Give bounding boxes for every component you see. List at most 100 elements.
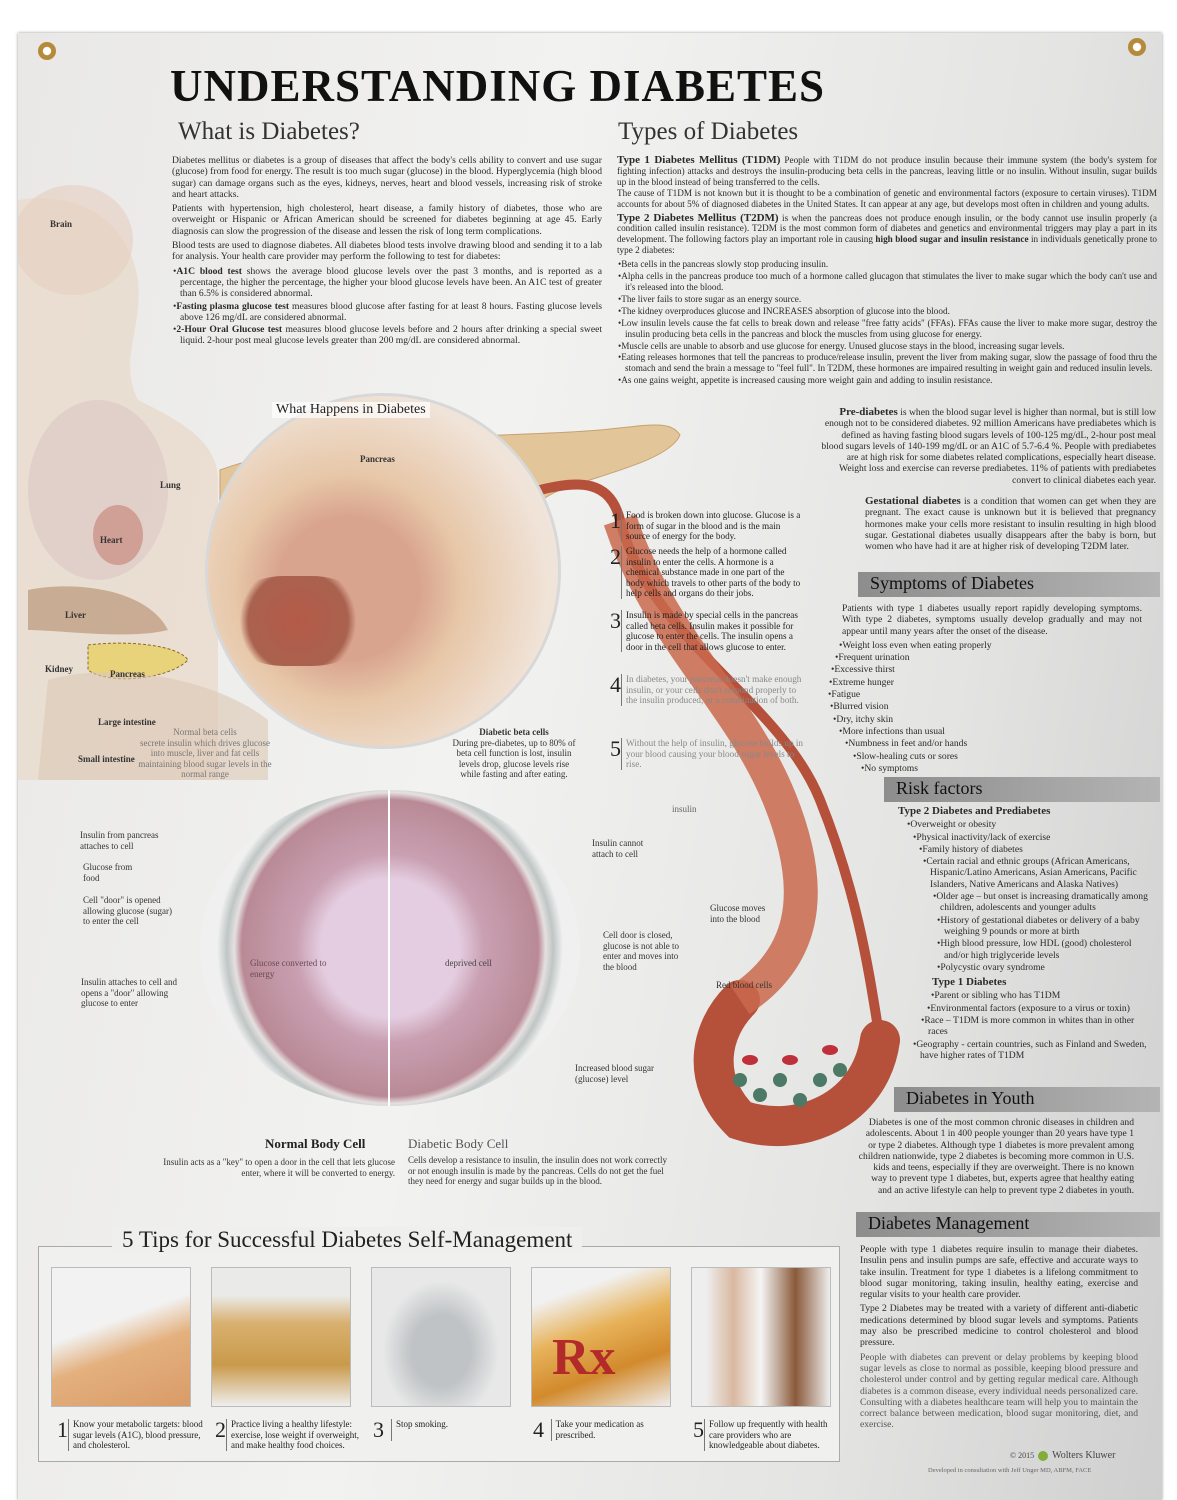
risk-item: Parent or sibling who has T1DM bbox=[930, 990, 1148, 1001]
risk-item: Family history of diabetes bbox=[918, 844, 1148, 855]
normal-cell-text: Insulin acts as a "key" to open a door i… bbox=[163, 1157, 395, 1178]
risk-item: Polycystic ovary syndrome bbox=[936, 962, 1148, 973]
label-insulin-attaches: Insulin from pancreas attaches to cell bbox=[80, 830, 159, 851]
grommet-icon bbox=[1128, 38, 1146, 56]
symptoms-heading: Symptoms of Diabetes bbox=[858, 572, 1160, 597]
beta-cell-cluster bbox=[228, 576, 368, 666]
tip-image-smoking bbox=[371, 1267, 511, 1407]
symptom-item: Excessive thirst bbox=[830, 664, 1142, 675]
symptom-item: More infections than usual bbox=[838, 726, 1142, 737]
rx-logo: Rx bbox=[552, 1329, 616, 1386]
diabetic-cell-title: Diabetic Body Cell bbox=[408, 1136, 509, 1151]
prediabetes-text: Pre-diabetes is when the blood sugar lev… bbox=[821, 406, 1156, 486]
risk-section: Type 2 Diabetes and Prediabetes Overweig… bbox=[898, 805, 1148, 1062]
label-lung: Lung bbox=[160, 480, 181, 490]
symptom-item: Extreme hunger bbox=[828, 677, 1142, 688]
what-happens-heading: What Happens in Diabetes bbox=[272, 402, 430, 418]
tip-image-exercise bbox=[211, 1267, 351, 1407]
test-item: Fasting plasma glucose test measures blo… bbox=[172, 301, 602, 324]
normal-cell-title: Normal Body Cell bbox=[265, 1136, 366, 1151]
tips-heading: 5 Tips for Successful Diabetes Self-Mana… bbox=[112, 1227, 583, 1253]
factor-item: The liver fails to store sugar as an ene… bbox=[617, 294, 1157, 305]
tip-image-medication: Rx bbox=[531, 1267, 671, 1407]
what-is-diabetes-heading: What is Diabetes? bbox=[178, 118, 360, 145]
symptom-item: Numbness in feet and/or hands bbox=[844, 738, 1142, 749]
factor-item: Muscle cells are unable to absorb and us… bbox=[617, 341, 1157, 352]
tip-image-blood-pressure bbox=[51, 1267, 191, 1407]
youth-text: Diabetes is one of the most common chron… bbox=[858, 1117, 1134, 1196]
label-brain: Brain bbox=[50, 219, 73, 229]
label-large-intestine: Large intestine bbox=[98, 717, 156, 727]
management-text: People with type 1 diabetes require insu… bbox=[860, 1244, 1138, 1431]
factor-item: Beta cells in the pancreas slowly stop p… bbox=[617, 259, 1157, 270]
pancreas-zoom-circle bbox=[205, 393, 561, 749]
symptom-item: Fatigue bbox=[827, 689, 1142, 700]
risk-item: Certain racial and ethnic groups (Africa… bbox=[922, 856, 1148, 890]
what-is-diabetes-text: Diabetes mellitus or diabetes is a group… bbox=[172, 155, 602, 348]
label-cannot-attach: Insulin cannot attach to cell bbox=[592, 838, 644, 859]
label-deprived: deprived cell bbox=[445, 958, 492, 968]
paragraph: Blood tests are used to diagnose diabete… bbox=[172, 240, 602, 263]
factor-item: As one gains weight, appetite is increas… bbox=[617, 375, 1157, 386]
symptoms-section: Patients with type 1 diabetes usually re… bbox=[829, 603, 1142, 775]
risk-item: Older age – but onset is increasing dram… bbox=[932, 891, 1148, 914]
paragraph: Diabetes mellitus or diabetes is a group… bbox=[172, 155, 602, 200]
label-increased-sugar: Increased blood sugar (glucose) level bbox=[575, 1063, 654, 1084]
risk-item: History of gestational diabetes or deliv… bbox=[936, 915, 1148, 938]
poster-title: UNDERSTANDING DIABETES bbox=[170, 61, 826, 111]
label-door-open: Cell "door" is opened allowing glucose (… bbox=[83, 895, 172, 926]
symptom-item: Blurred vision bbox=[829, 701, 1142, 712]
symptom-item: Frequent urination bbox=[834, 652, 1142, 663]
test-item: 2-Hour Oral Glucose test measures blood … bbox=[172, 324, 602, 347]
label-liver: Liver bbox=[65, 610, 86, 620]
label-pancreas: Pancreas bbox=[110, 669, 145, 679]
factor-item: Alpha cells in the pancreas produce too … bbox=[617, 271, 1157, 293]
tip-image-doctor bbox=[691, 1267, 831, 1407]
label-red-blood-cells: Red blood cells bbox=[716, 980, 772, 990]
credit-text: Developed in consultation with Jeff Unge… bbox=[928, 1467, 1092, 1474]
label-kidney: Kidney bbox=[45, 664, 74, 674]
risk-item: Geography - certain countries, such as F… bbox=[912, 1039, 1148, 1062]
wolters-kluwer-logo-icon bbox=[1038, 1450, 1049, 1461]
label-converted: Glucose converted to energy bbox=[250, 958, 327, 979]
test-item: A1C blood test shows the average blood g… bbox=[172, 266, 602, 300]
grommet-icon bbox=[38, 42, 56, 60]
symptom-item: No symptoms bbox=[860, 763, 1142, 774]
body-cell-illustration bbox=[200, 790, 580, 1106]
paragraph: Patients with hypertension, high cholest… bbox=[172, 203, 602, 237]
risk-item: High blood pressure, low HDL (good) chol… bbox=[936, 938, 1148, 961]
label-glucose-moves: Glucose moves into the blood bbox=[710, 903, 766, 924]
risk-item: Race – T1DM is more common in whites tha… bbox=[920, 1015, 1148, 1038]
label-heart: Heart bbox=[100, 535, 123, 545]
types-text: Type 1 Diabetes Mellitus (T1DM) People w… bbox=[617, 155, 1157, 387]
symptom-item: Dry, itchy skin bbox=[832, 714, 1142, 725]
diabetic-cell-text: Cells develop a resistance to insulin, t… bbox=[408, 1155, 667, 1186]
symptom-item: Slow-healing cuts or sores bbox=[852, 751, 1142, 762]
factor-item: The kidney overproduces glucose and INCR… bbox=[617, 306, 1157, 317]
anatomy-illustration bbox=[18, 185, 268, 780]
risk-item: Overweight or obesity bbox=[906, 819, 1148, 830]
risk-heading: Risk factors bbox=[884, 777, 1160, 802]
types-heading: Types of Diabetes bbox=[618, 118, 799, 145]
factor-item: Low insulin levels cause the fat cells t… bbox=[617, 318, 1157, 340]
label-insulin: insulin bbox=[672, 804, 697, 814]
label-door-closed: Cell door is closed, glucose is not able… bbox=[603, 930, 679, 972]
label-pancreas-zoom: Pancreas bbox=[360, 454, 395, 464]
risk-item: Physical inactivity/lack of exercise bbox=[912, 832, 1148, 843]
symptom-item: Weight loss even when eating properly bbox=[838, 640, 1142, 651]
management-heading: Diabetes Management bbox=[856, 1212, 1160, 1237]
